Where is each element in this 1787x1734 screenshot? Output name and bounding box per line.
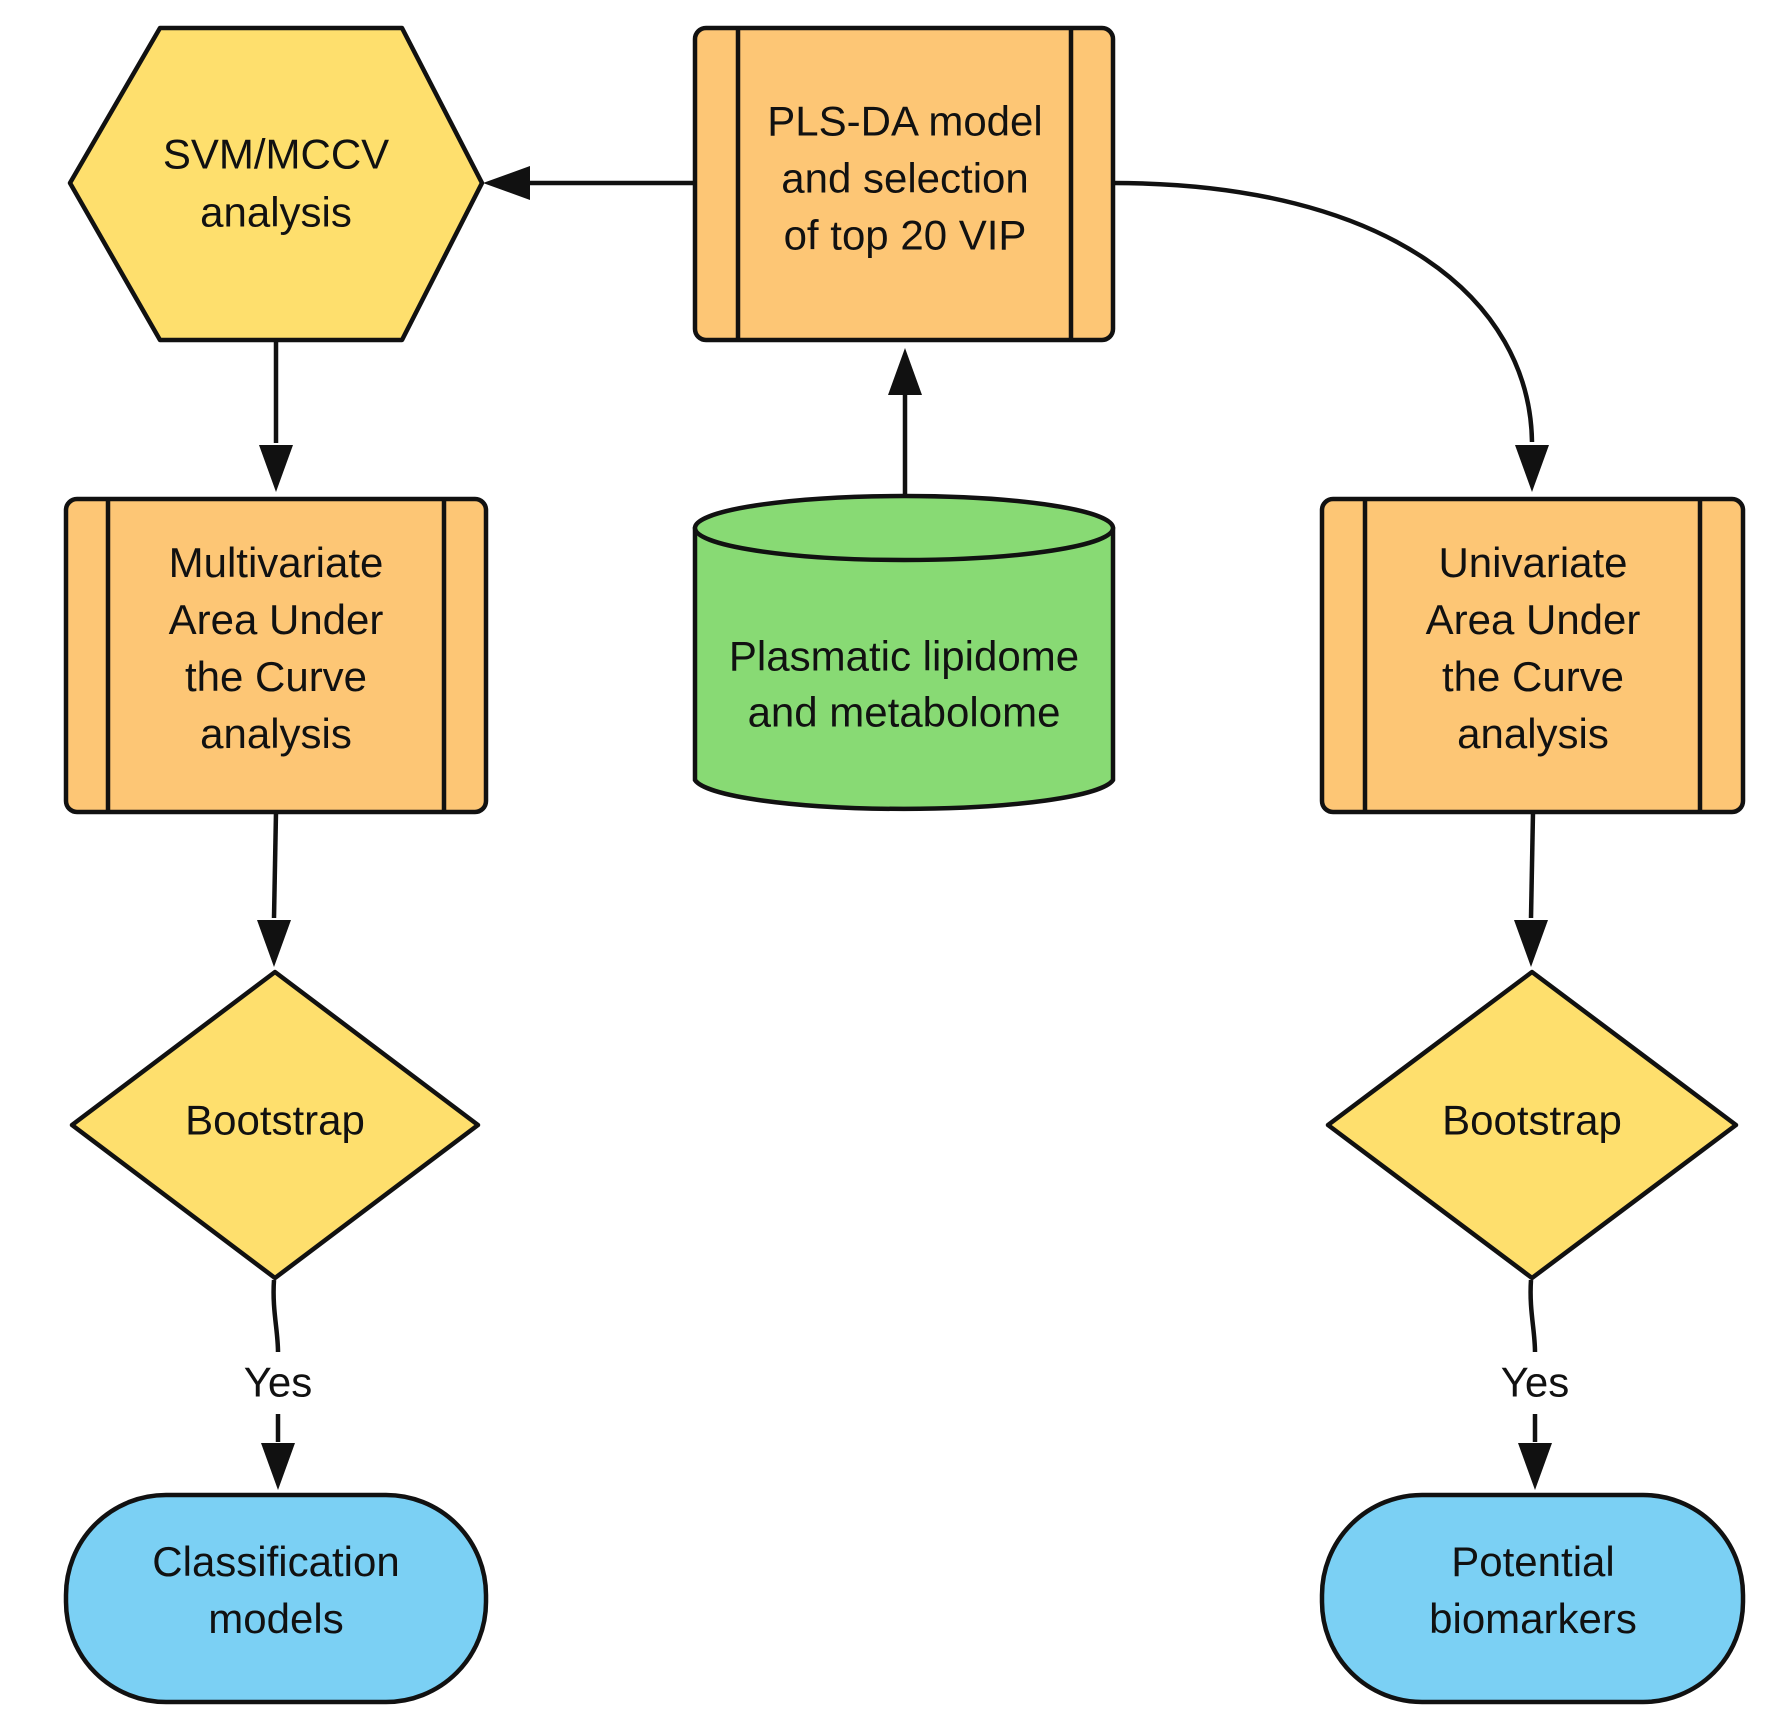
- node-lipidome: Plasmatic lipidome and metabolome: [692, 493, 1116, 812]
- edge-plsda-to-univariate: [1112, 180, 1535, 443]
- node-label-line: Plasmatic lipidome: [729, 633, 1079, 680]
- edges: Yes Yes: [244, 166, 1570, 1490]
- process-box: [692, 25, 1116, 343]
- edge-bootstrap-to-biomarkers: [1528, 1279, 1538, 1353]
- node-bootstrap-right: Bootstrap: [1325, 969, 1739, 1281]
- node-label-line: of top 20 VIP: [784, 212, 1027, 259]
- node-label-line: the Curve: [1442, 653, 1624, 700]
- node-label-line: analysis: [1457, 710, 1609, 757]
- arrowhead-univariate-to-bootstrap: [1514, 920, 1548, 967]
- node-label-line: SVM/MCCV: [163, 131, 389, 178]
- node-svm-mccv: SVM/MCCV analysis: [67, 25, 485, 343]
- node-label-line: Area Under: [169, 596, 384, 643]
- arrowhead-bootstrap-to-biomarkers: [1518, 1443, 1552, 1490]
- terminal-pill: [63, 1492, 489, 1705]
- process-box: [63, 496, 489, 815]
- node-label-line: Bootstrap: [1442, 1097, 1622, 1144]
- node-classification-models: Classification models: [63, 1492, 489, 1705]
- arrowhead-lipidome-to-plsda: [888, 348, 922, 395]
- node-bootstrap-left: Bootstrap: [69, 969, 481, 1281]
- edge-label-yes-left: Yes: [244, 1359, 313, 1406]
- node-label-line: biomarkers: [1429, 1595, 1637, 1642]
- arrowhead-plsda-to-svm: [483, 166, 530, 200]
- edge-univariate-to-bootstrap: [1528, 811, 1536, 919]
- node-label-line: analysis: [200, 710, 352, 757]
- arrowhead-svm-to-multivariate: [259, 445, 293, 492]
- node-label-line: PLS-DA model: [767, 98, 1042, 145]
- decision-diamond: [1325, 969, 1739, 1281]
- node-label-line: Bootstrap: [185, 1097, 365, 1144]
- node-label-line: analysis: [200, 189, 352, 236]
- node-label-line: and metabolome: [748, 689, 1061, 736]
- node-label-line: Potential: [1451, 1538, 1614, 1585]
- node-label-line: and selection: [781, 155, 1029, 202]
- node-label-line: models: [208, 1595, 343, 1642]
- node-label-line: Univariate: [1438, 539, 1627, 586]
- edge-label-yes-right: Yes: [1501, 1359, 1570, 1406]
- arrowhead-plsda-to-univariate: [1515, 445, 1549, 492]
- arrowhead-multivariate-to-bootstrap: [257, 920, 291, 967]
- arrowhead-bootstrap-to-classification: [261, 1443, 295, 1490]
- node-label-line: the Curve: [185, 653, 367, 700]
- process-box: [1319, 496, 1746, 815]
- node-label-line: Classification: [152, 1538, 399, 1585]
- decision-diamond: [69, 969, 481, 1281]
- node-label-line: Multivariate: [169, 539, 384, 586]
- edge-bootstrap-to-classification: [271, 1279, 281, 1353]
- node-plsda: PLS-DA model and selection of top 20 VIP: [692, 25, 1116, 343]
- node-potential-biomarkers: Potential biomarkers: [1319, 1492, 1746, 1705]
- cylinder-top: [692, 493, 1116, 563]
- hexagon-shape: [67, 25, 485, 343]
- edge-multivariate-to-bootstrap: [271, 811, 279, 919]
- node-label-line: Area Under: [1426, 596, 1641, 643]
- terminal-pill: [1319, 1492, 1746, 1705]
